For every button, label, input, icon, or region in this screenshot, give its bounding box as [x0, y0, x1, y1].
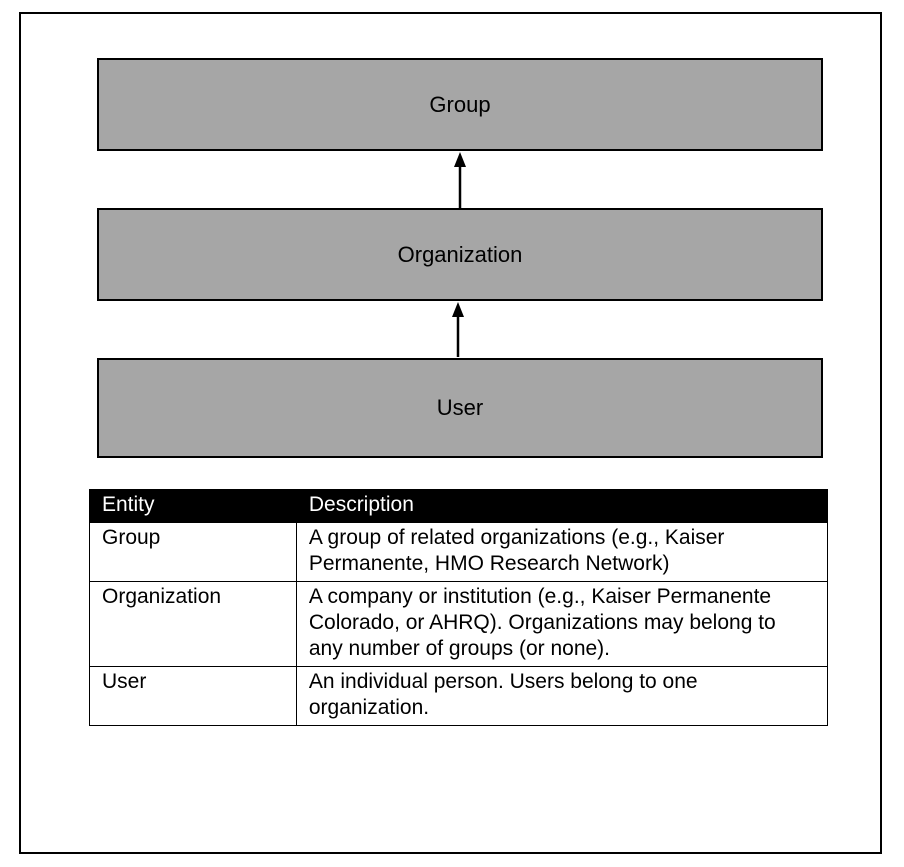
entity-cell: Group	[89, 522, 297, 582]
entity-column-header: Entity	[89, 489, 297, 523]
entity-cell: User	[89, 666, 297, 726]
table-row: Group A group of related organizations (…	[89, 522, 829, 582]
table-row: Organization A company or institution (e…	[89, 581, 829, 667]
figure-frame	[19, 12, 882, 854]
description-cell: A group of related organizations (e.g., …	[295, 522, 829, 582]
table-header-row: Entity Description	[89, 489, 829, 523]
description-column-header: Description	[295, 489, 829, 523]
entity-cell: Organization	[89, 581, 297, 667]
group-box: Group	[97, 58, 823, 151]
organization-box-label: Organization	[397, 241, 523, 267]
group-box-label: Group	[429, 91, 491, 117]
description-cell: A company or institution (e.g., Kaiser P…	[295, 581, 829, 667]
table-row: User An individual person. Users belong …	[89, 666, 829, 726]
user-box-label: User	[436, 395, 484, 420]
organization-box: Organization	[97, 208, 823, 301]
user-box: User	[97, 358, 823, 458]
entity-description-table: Entity Description Group A group of rela…	[89, 489, 829, 726]
description-cell: An individual person. Users belong to on…	[295, 666, 829, 726]
